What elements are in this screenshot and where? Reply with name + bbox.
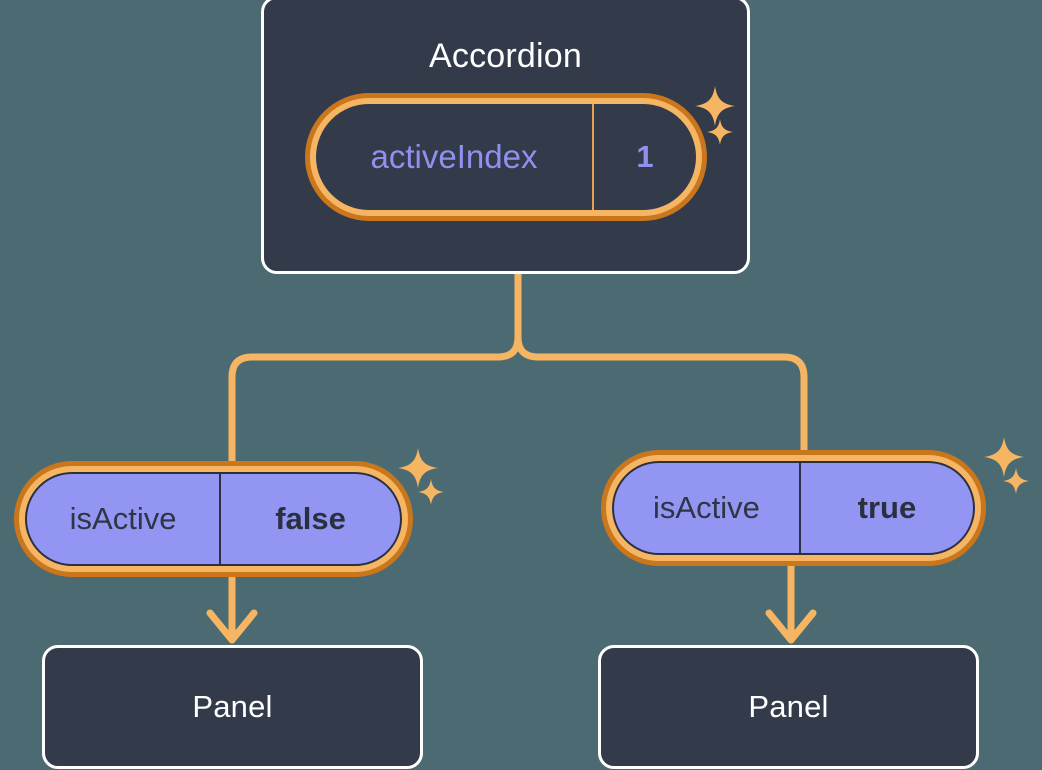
panel-title: Panel (748, 689, 829, 724)
sparkle-icon-left-small (417, 478, 445, 506)
panel-title: Panel (192, 689, 273, 724)
state-key-label: isActive (69, 501, 177, 536)
state-pill-is-active-right[interactable]: isActive true (601, 450, 986, 566)
state-pill-body: isActive false (25, 472, 402, 566)
state-pill-body: activeIndex 1 (316, 104, 696, 210)
panel-component-card-left[interactable]: Panel (42, 645, 423, 769)
panel-component-card-right[interactable]: Panel (598, 645, 979, 769)
state-pill-is-active-left[interactable]: isActive false (14, 461, 413, 577)
state-pill-inner-ring: isActive false (19, 466, 408, 572)
state-pill-body: isActive true (612, 461, 975, 555)
state-value-label: true (798, 463, 973, 553)
accordion-title: Accordion (429, 37, 582, 75)
state-pill-inner-ring: isActive true (606, 455, 981, 561)
arrow-down-icon-left (206, 577, 258, 644)
arrow-down-icon-right (765, 566, 817, 644)
sparkle-icon-right-large (982, 435, 1026, 479)
state-value-label: 1 (592, 104, 696, 210)
state-key-label: isActive (653, 490, 760, 525)
connector-branch-right (514, 333, 808, 456)
state-key-label: activeIndex (370, 138, 538, 175)
state-pill-inner-ring: activeIndex 1 (310, 98, 702, 216)
connector-branch-left (228, 333, 522, 466)
sparkle-icon-left-large (396, 446, 440, 490)
state-pill-active-index[interactable]: activeIndex 1 (305, 93, 707, 221)
state-value-label: false (219, 474, 400, 564)
sparkle-icon-right-small (1002, 467, 1030, 495)
